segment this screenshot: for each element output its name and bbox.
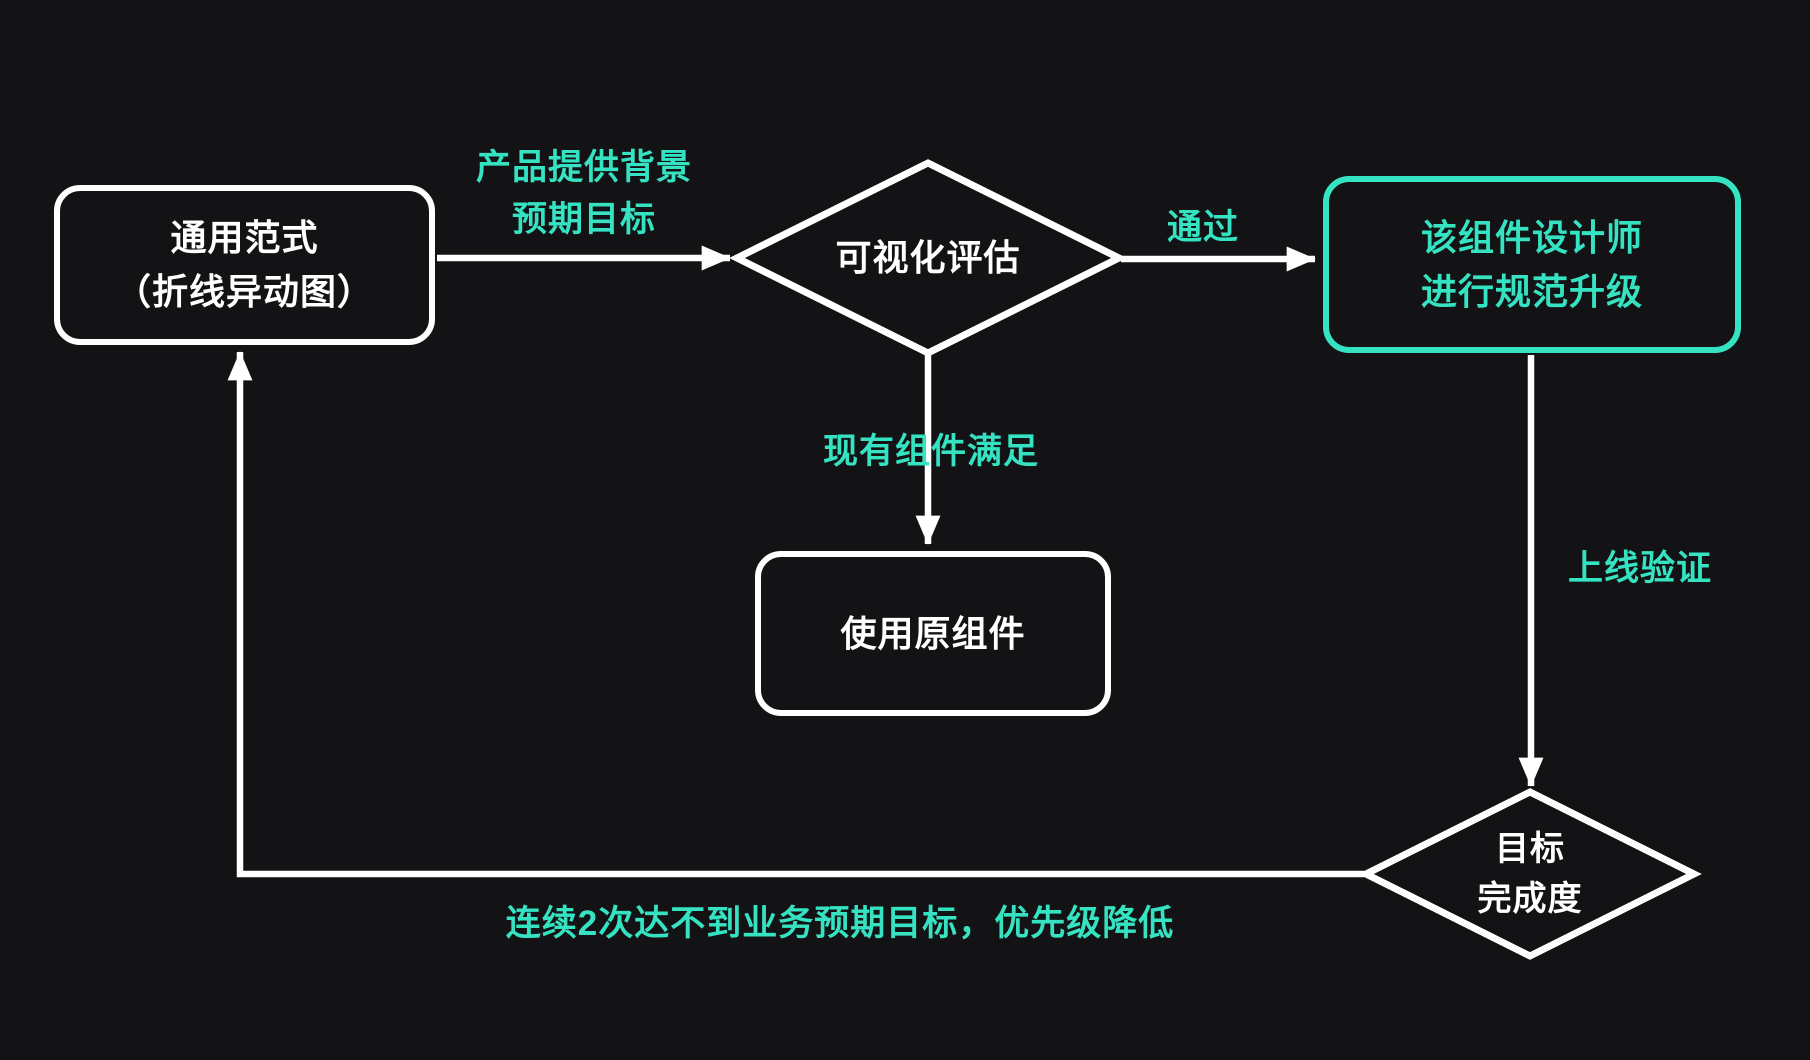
edge-label-satisfied-text: 现有组件满足 [822,432,1039,471]
edge-label-context-line2: 预期目标 [511,200,656,239]
edge-label-verify-text: 上线验证 [1567,549,1712,588]
evaluate-node-label-text: 可视化评估 [835,237,1021,278]
use-original-node: 使用原组件 [755,551,1111,716]
edge-goal-to-start-feedback [227,351,1364,878]
start-node-label-line1: 通用范式 [170,217,319,258]
edge-label-satisfied: 现有组件满足 [731,431,1131,473]
goal-diamond-shape [1358,788,1702,960]
evaluate-diamond-shape [729,159,1127,357]
goal-node-label: 目标 完成度 [1366,792,1694,956]
edge-label-fallback-text: 连续2次达不到业务预期目标，优先级降低 [505,904,1175,943]
start-node-label-line2: （折线异动图） [114,271,374,312]
edge-label-context-line1: 产品提供背景 [475,148,692,187]
upgrade-node: 该组件设计师 进行规范升级 [1323,176,1741,353]
upgrade-node-label-line1: 该组件设计师 [1420,216,1643,258]
edge-label-pass-text: 通过 [1166,208,1239,247]
goal-node-label-line2: 完成度 [1477,880,1583,918]
edge-label-pass: 通过 [1103,207,1303,249]
start-node: 通用范式 （折线异动图） [54,185,435,345]
upgrade-node-label-line2: 进行规范升级 [1420,270,1643,312]
use-original-node-label: 使用原组件 [840,612,1026,654]
edge-label-verify: 上线验证 [1480,548,1800,590]
evaluate-node-label: 可视化评估 [738,163,1118,353]
edge-label-fallback: 连续2次达不到业务预期目标，优先级降低 [240,903,1440,945]
edge-label-context: 产品提供背景 预期目标 [384,142,784,246]
goal-node-label-line1: 目标 [1495,830,1565,868]
